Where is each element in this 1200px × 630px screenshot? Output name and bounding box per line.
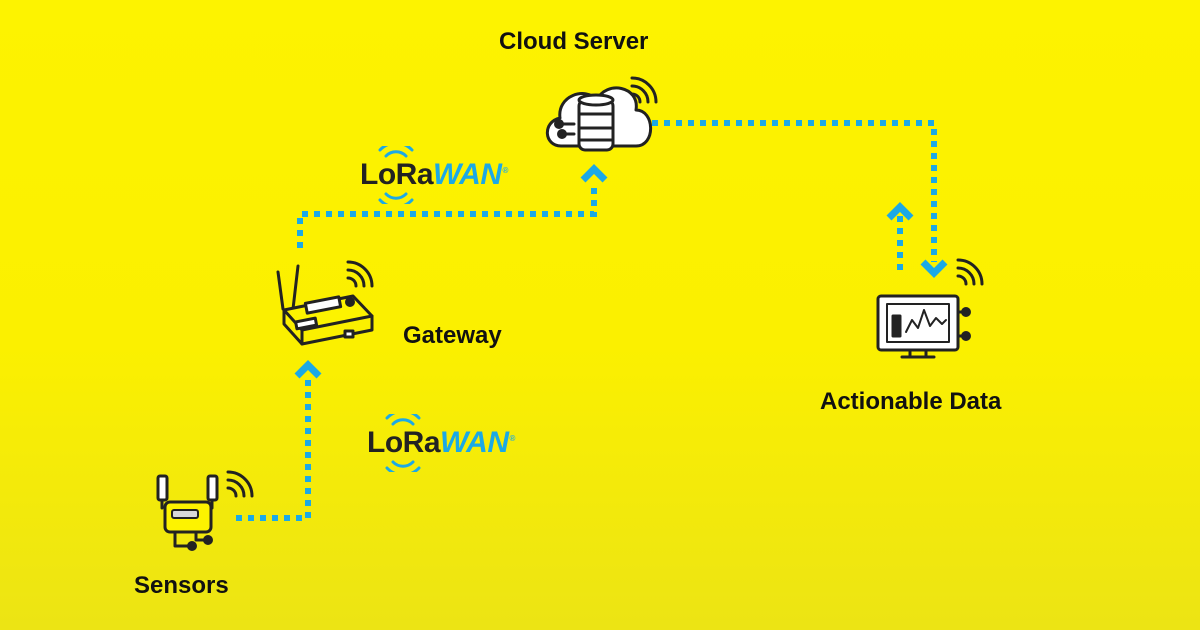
arrow-down-data <box>920 259 948 278</box>
lorawan-wan-text: WAN <box>440 426 509 459</box>
monitor-wireless-signal-icon <box>956 258 984 286</box>
lorawan-logo-text: LoRaWAN® <box>367 428 515 458</box>
gateway-wireless-signal-icon <box>346 260 374 288</box>
flow-lines <box>236 120 937 521</box>
lorawan-registered-mark: ® <box>502 166 509 175</box>
arrow-up-data <box>886 202 914 221</box>
cloud-database-icon <box>545 86 652 152</box>
sensors-label: Sensors <box>134 572 229 599</box>
lorawan-logo-bottom: LoRaWAN® <box>367 414 557 472</box>
flow-gateway-to-cloud <box>297 182 597 248</box>
gateway-label: Gateway <box>403 322 502 349</box>
cloud-server-label: Cloud Server <box>499 28 649 55</box>
arrow-up-gateway <box>294 360 322 379</box>
gateway-router-icon <box>276 264 374 346</box>
sensor-wireless-signal-icon <box>226 470 254 498</box>
flow-sensor-to-gateway <box>236 378 311 521</box>
flow-cloud-to-data <box>652 120 937 262</box>
lorawan-logo-text: LoRaWAN® <box>360 160 508 190</box>
lorawan-lora-text: LoRa <box>360 158 434 191</box>
arrow-up-cloud <box>580 164 608 183</box>
lorawan-lora-text: LoRa <box>367 426 441 459</box>
lorawan-wan-text: WAN <box>433 158 502 191</box>
monitor-chart-icon <box>876 294 971 359</box>
lorawan-registered-mark: ® <box>509 434 516 443</box>
lorawan-wave-icon <box>385 414 421 472</box>
lorawan-wave-icon <box>378 146 414 204</box>
sensor-icon <box>156 474 219 551</box>
actionable-data-label: Actionable Data <box>820 388 1002 415</box>
arrowheads <box>294 164 948 379</box>
lorawan-logo-top: LoRaWAN® <box>360 146 550 204</box>
